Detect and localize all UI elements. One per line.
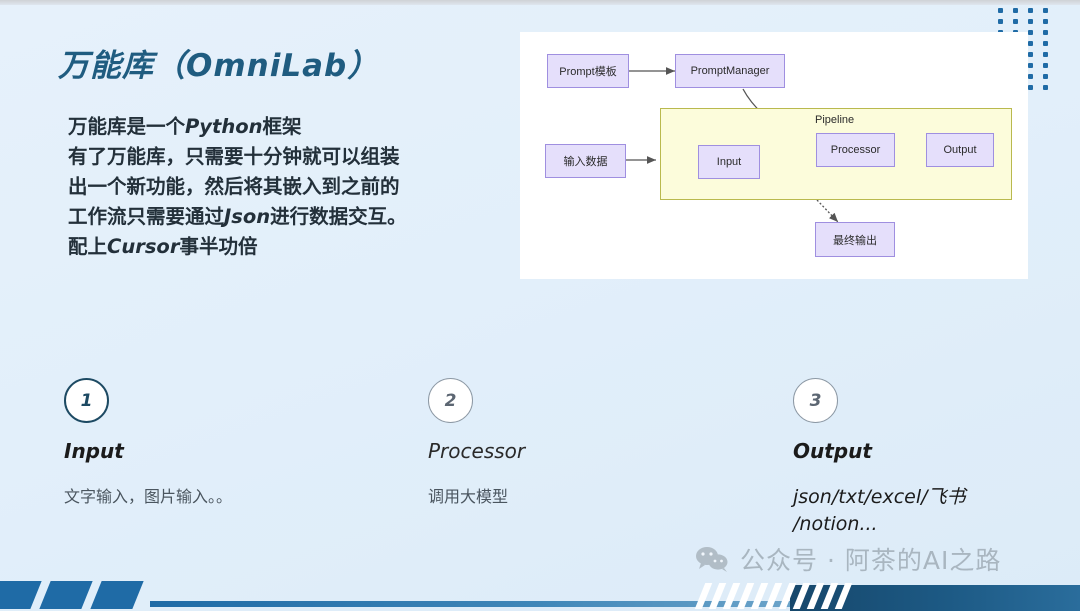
body-paragraph: 万能库是一个Python框架有了万能库，只需要十分钟就可以组装出一个新功能，然后… bbox=[68, 112, 498, 262]
dot bbox=[1043, 19, 1048, 24]
step-heading-2: Processor bbox=[428, 439, 526, 463]
node-output[interactable]: Output bbox=[926, 133, 994, 167]
step-item-3: 3 Output json/txt/excel/飞书 /notion... bbox=[793, 378, 1080, 538]
diagram-panel: Pipeline Prompt模板 PromptManager 输入数据 Inp… bbox=[520, 32, 1028, 279]
step-description-3-line-2: /notion... bbox=[793, 513, 878, 535]
body-line-3: 出一个新功能，然后将其嵌入到之前的 bbox=[68, 175, 400, 198]
dot bbox=[1028, 74, 1033, 79]
node-label: Input bbox=[716, 156, 742, 168]
pipeline-group-label: Pipeline bbox=[815, 114, 855, 126]
watermark-text: 公众号 · 阿茶的AI之路 bbox=[740, 546, 1002, 575]
node-label: Prompt模板 bbox=[559, 66, 617, 78]
dot bbox=[1043, 63, 1048, 68]
bottom-bar bbox=[150, 601, 790, 607]
dot bbox=[1043, 8, 1048, 13]
dot bbox=[1043, 30, 1048, 35]
dot bbox=[1028, 30, 1033, 35]
node-input-data[interactable]: 输入数据 bbox=[545, 144, 626, 178]
step-description-3: json/txt/excel/飞书 /notion... bbox=[793, 484, 1080, 538]
step-heading-1: Input bbox=[64, 439, 124, 463]
dot bbox=[1043, 85, 1048, 90]
node-final-output[interactable]: 最终输出 bbox=[815, 222, 895, 257]
bottom-parallelogram-2 bbox=[39, 581, 93, 609]
node-label: 输入数据 bbox=[563, 156, 608, 168]
page-title: 万能库（OmniLab） bbox=[58, 48, 380, 84]
node-processor[interactable]: Processor bbox=[816, 133, 895, 167]
node-label: Output bbox=[943, 144, 977, 156]
step-number-badge-2: 2 bbox=[428, 378, 473, 423]
step-description-2: 调用大模型 bbox=[428, 487, 509, 506]
body-line-2: 有了万能库，只需要十分钟就可以组装 bbox=[68, 145, 400, 168]
step-item-2: 2 Processor 调用大模型 bbox=[428, 378, 728, 509]
bottom-parallelogram-3 bbox=[90, 581, 144, 609]
step-description-3-line-1: json/txt/excel/飞书 bbox=[793, 486, 966, 508]
node-prompt-manager[interactable]: PromptManager bbox=[675, 54, 785, 88]
dot bbox=[1013, 19, 1018, 24]
top-strip bbox=[0, 0, 1080, 5]
body-line-4: 工作流只需要通过Json进行数据交互。 bbox=[68, 205, 407, 228]
dot bbox=[1043, 52, 1048, 57]
step-item-1: 1 Input 文字输入，图片输入。。 bbox=[64, 378, 364, 509]
body-line-1: 万能库是一个Python框架 bbox=[68, 115, 302, 138]
node-label: Processor bbox=[830, 144, 881, 156]
dot bbox=[1043, 74, 1048, 79]
dot bbox=[998, 8, 1003, 13]
dot bbox=[1028, 85, 1033, 90]
dot bbox=[1043, 41, 1048, 46]
step-description-1: 文字输入，图片输入。。 bbox=[64, 487, 233, 506]
watermark: 公众号 · 阿茶的AI之路 bbox=[694, 541, 1001, 577]
dot bbox=[1013, 8, 1018, 13]
bottom-parallelogram-1 bbox=[0, 581, 42, 609]
step-number-badge-1: 1 bbox=[64, 378, 109, 423]
dot bbox=[1028, 8, 1033, 13]
body-line-5: 配上Cursor事半功倍 bbox=[68, 235, 258, 258]
dot bbox=[1028, 41, 1033, 46]
wechat-icon bbox=[694, 546, 730, 572]
node-label: 最终输出 bbox=[833, 234, 877, 247]
step-number-badge-3: 3 bbox=[793, 378, 838, 423]
dot bbox=[1028, 19, 1033, 24]
node-input[interactable]: Input bbox=[698, 145, 760, 179]
node-prompt-template[interactable]: Prompt模板 bbox=[547, 54, 629, 88]
dot bbox=[1028, 63, 1033, 68]
step-heading-3: Output bbox=[793, 439, 872, 463]
dot bbox=[998, 19, 1003, 24]
node-label: PromptManager bbox=[690, 65, 770, 77]
dot bbox=[1028, 52, 1033, 57]
